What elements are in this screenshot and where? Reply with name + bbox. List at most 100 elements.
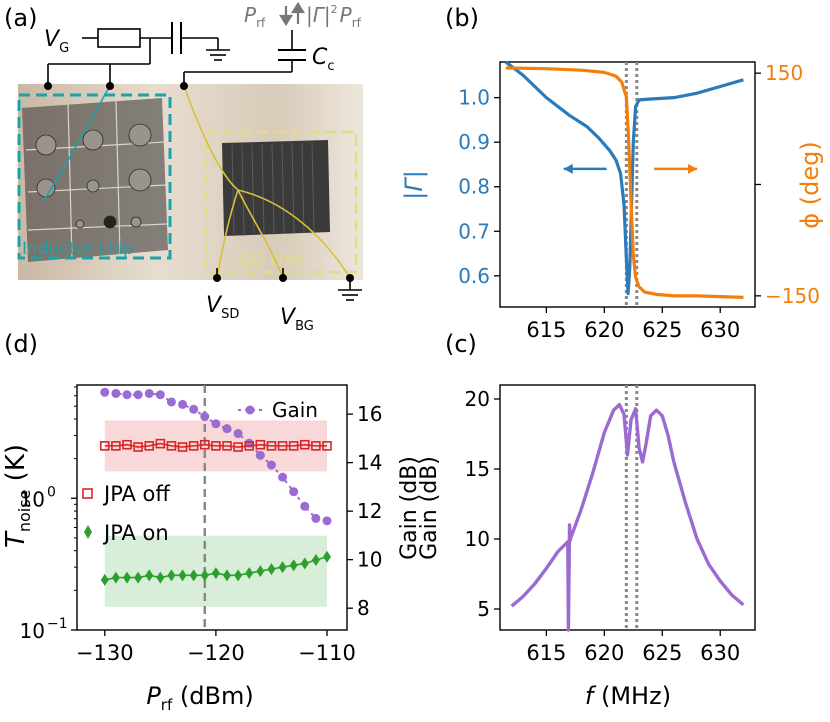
chart-d-point-jpa-off xyxy=(188,441,199,451)
chart-d-point-jpa-off xyxy=(233,442,243,452)
chart-d-point-gain xyxy=(144,388,154,398)
legend-gain-marker xyxy=(245,405,255,415)
chart-d-ytick-exponent: 0 xyxy=(47,484,56,500)
chart-d-point-jpa-on xyxy=(100,573,109,586)
chart-c-ytick-label: 10 xyxy=(465,527,490,551)
chart-d-point-jpa-on xyxy=(245,567,254,580)
panel-label-a: (a) xyxy=(4,4,37,32)
chart-d-point-jpa-on xyxy=(289,559,298,572)
chart-d-point-jpa-off xyxy=(166,441,177,451)
chart-d-point-gain xyxy=(111,388,121,398)
chart-d-point-jpa-on xyxy=(123,571,131,584)
qd-chip-stripes xyxy=(231,141,315,235)
chart-d-point-jpa-on xyxy=(234,569,243,582)
chart-d-point-gain xyxy=(266,460,276,470)
chart-d-point-gain xyxy=(255,450,265,460)
chart-d-point-jpa-on xyxy=(223,569,231,582)
chart-d-point-jpa-off xyxy=(133,442,143,452)
chart-b-ytick-label: 0.6 xyxy=(458,264,490,288)
gain-frequency-chart: 615 620 625 630 5 10 15 20 Gain (dB) f (MHz) xyxy=(417,384,756,710)
chart-d-point-gain xyxy=(278,472,288,482)
chart-d-point-jpa-off xyxy=(244,441,255,451)
chart-c-xtick-label: 620 xyxy=(584,641,624,665)
chart-b-ylabel: |Γ| xyxy=(400,170,428,200)
chart-d-ylabel: Tnoise (K) xyxy=(1,444,34,548)
chart-d-point-jpa-off xyxy=(266,441,277,451)
chart-d-point-jpa-off xyxy=(122,439,132,450)
chart-d-point-jpa-off xyxy=(111,441,121,451)
chart-d-point-jpa-off xyxy=(222,441,232,451)
chart-b-xtick-label: 615 xyxy=(526,318,566,342)
chart-d-point-jpa-on xyxy=(145,569,154,582)
chart-b-y2label: ϕ (deg) xyxy=(796,141,824,228)
chart-d-point-jpa-off xyxy=(211,441,221,451)
legend-jpa-on-label: JPA on xyxy=(102,521,169,545)
chart-d-point-jpa-on xyxy=(311,553,320,566)
chart-d-y2tick-label: 12 xyxy=(357,499,382,523)
chart-d-ytick-exponent: −1 xyxy=(47,616,68,632)
chart-b-arrowhead-1 xyxy=(688,163,698,174)
rf-arrows-icon xyxy=(279,1,305,27)
panel-label-c: (c) xyxy=(445,330,477,358)
chart-d-point-gain xyxy=(233,429,243,439)
chart-d-point-jpa-off xyxy=(99,441,110,451)
legend-jpa-on-marker xyxy=(84,525,92,539)
chart-c-gain-curve xyxy=(510,402,745,632)
chart-b-xtick-label: 625 xyxy=(642,318,682,342)
chart-d-point-jpa-on xyxy=(256,565,265,578)
chart-d-xtick-label: −130 xyxy=(76,641,134,665)
chart-d-point-gain xyxy=(133,390,143,400)
chart-d-point-gain xyxy=(222,424,232,434)
chart-c-ytick-label: 15 xyxy=(465,457,490,481)
chart-d-point-jpa-on xyxy=(300,557,309,570)
chart-c-ytick-label: 5 xyxy=(477,597,490,621)
chart-d-point-gain xyxy=(155,390,165,400)
chart-d-point-jpa-off xyxy=(255,439,266,450)
chart-d-point-gain xyxy=(166,397,176,407)
chart-d-point-jpa-off xyxy=(299,439,310,450)
chart-c-ylabel: Gain (dB) xyxy=(417,456,442,560)
inductor-chip-spirals xyxy=(35,123,152,229)
chart-d-ytick-label: 10 xyxy=(20,487,45,511)
chart-c-xlabel: f (MHz) xyxy=(585,682,671,710)
chart-d-point-jpa-off xyxy=(288,441,299,451)
legend-jpa-off-label: JPA off xyxy=(102,482,170,506)
vg-label: VG xyxy=(44,27,69,56)
chart-d-point-gain xyxy=(322,516,332,526)
chart-c-xtick-label: 630 xyxy=(700,641,740,665)
chart-c-ytick-label: 20 xyxy=(465,387,490,411)
chart-b-arrowhead-0 xyxy=(563,163,573,174)
chart-c-xtick-label: 615 xyxy=(526,641,566,665)
chart-b-ytick-label: 0.9 xyxy=(458,130,490,154)
legend-jpa-off-marker xyxy=(82,488,93,499)
chart-b-ytick-label: 0.7 xyxy=(458,219,490,243)
chart-d-point-gain xyxy=(178,399,188,409)
chart-b-y2tick-label: −150 xyxy=(765,284,820,308)
chart-d-point-jpa-off xyxy=(155,438,166,449)
chart-d-y2tick-label: 8 xyxy=(357,596,370,620)
chart-b-series-right xyxy=(505,66,744,299)
chart-d-xlabel: Prf (dBm) xyxy=(146,682,253,714)
chart-c-xtick-label: 625 xyxy=(642,641,682,665)
chart-d-point-jpa-on xyxy=(200,569,209,582)
chart-d-point-jpa-off xyxy=(311,441,321,451)
chart-b-y2tick-label: 150 xyxy=(765,61,803,85)
prf-label: Prf xyxy=(244,3,266,30)
chart-d-y2label: Gain (dB) xyxy=(397,456,422,560)
inductor-chip-label: Inductor chip xyxy=(22,239,134,259)
chart-d-point-gain xyxy=(211,419,221,429)
chart-d-point-jpa-on xyxy=(189,569,198,582)
chart-b-xtick-label: 630 xyxy=(700,318,740,342)
chart-d-point-jpa-off xyxy=(177,442,188,452)
chart-d-point-jpa-on xyxy=(178,569,187,582)
chart-d-y2tick-label: 14 xyxy=(357,451,382,475)
chart-b-series-left xyxy=(504,60,744,296)
chart-d-point-jpa-on xyxy=(278,561,287,574)
circuit-nodes xyxy=(44,82,354,282)
chart-d-point-gain xyxy=(200,412,210,422)
chart-d-point-jpa-on xyxy=(111,571,120,584)
chart-d-point-jpa-off xyxy=(322,441,332,451)
chart-d-y2tick-label: 10 xyxy=(357,548,382,572)
